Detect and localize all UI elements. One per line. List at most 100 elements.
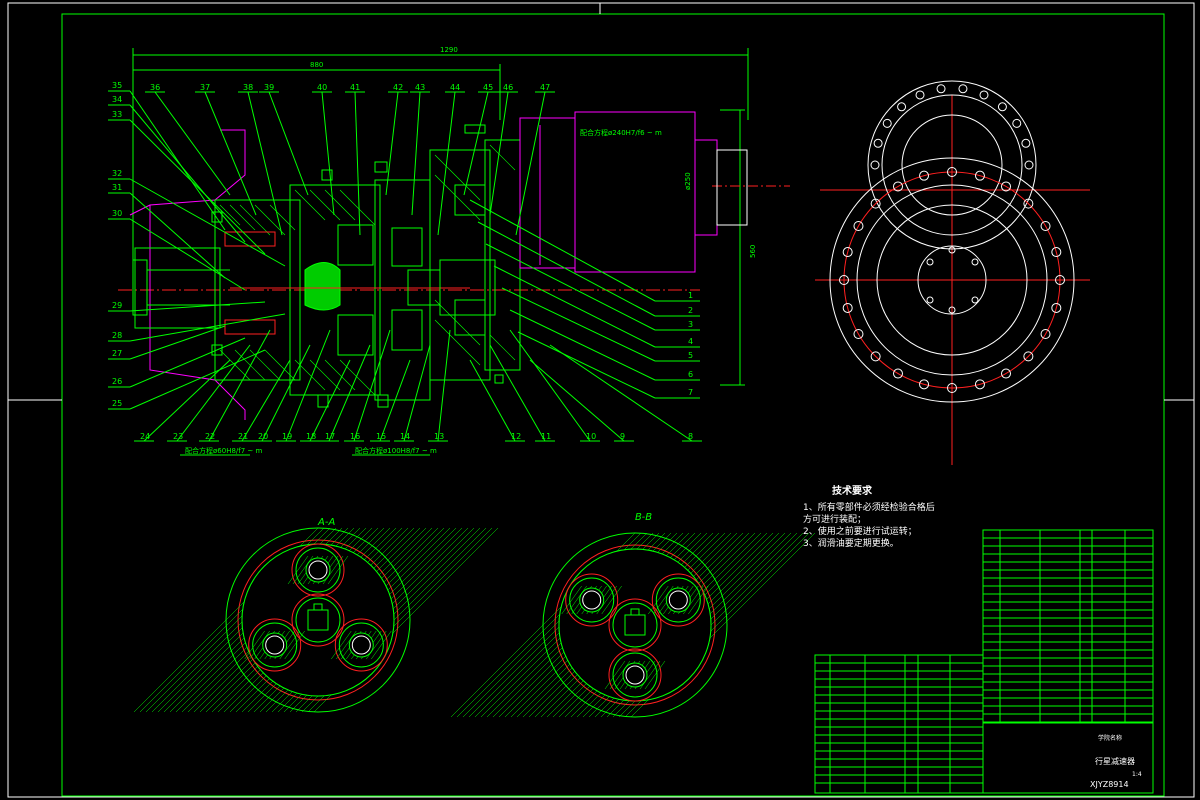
part-label-12: 12 [511, 432, 521, 441]
part-label-32: 32 [112, 169, 122, 178]
main-section-view: 配合方程ø240H7/f6 ~ m ø250 [118, 111, 790, 420]
motor-dia: ø250 [684, 172, 692, 190]
flange-bolt-hole [919, 170, 930, 181]
flange-bolt-hole [1051, 247, 1062, 258]
motor-flange-bolt [915, 90, 925, 100]
part-label-41: 41 [350, 83, 360, 92]
flange-bolt-hole [947, 383, 957, 393]
part-label-13: 13 [434, 432, 444, 441]
motor-flange-bolt [882, 118, 892, 128]
school-name: 学院名称 [1098, 734, 1122, 742]
flange-bolt-hole [1040, 329, 1051, 339]
drawing-number: XJYZ8914 [1090, 780, 1129, 789]
part-label-10: 10 [586, 432, 596, 441]
parts-list-table: XJYZ8914 行星减速器 学院名称 1:4 [814, 529, 1154, 794]
motor-flange-bolt [979, 90, 989, 100]
part-label-38: 38 [243, 83, 253, 92]
motor-flange-bolt [936, 84, 946, 94]
sheet-border [7, 2, 1195, 798]
fit-note-a: 配合方程ø60H8/f7 ~ m [185, 446, 262, 455]
motor-flange-bolt [873, 138, 883, 148]
flange-bolt-hole [1051, 302, 1062, 313]
part-label-15: 15 [376, 432, 386, 441]
drawing-name: 行星减速器 [1095, 756, 1135, 766]
part-label-20: 20 [258, 432, 268, 441]
motor-flange-bolt [1024, 160, 1034, 170]
motor-flange-bolt [870, 160, 880, 170]
flange-bolt-hole [853, 329, 864, 339]
tech-item-2: 方可进行装配； [803, 513, 866, 525]
motor-flange-bolt [997, 102, 1007, 112]
flange-bolt-hole [893, 368, 903, 379]
section-b-title: B-B [635, 512, 652, 523]
part-label-46: 46 [503, 83, 513, 92]
flange-bolt-hole [870, 198, 881, 209]
tech-item-4: 3、润滑油要定期更换。 [803, 537, 899, 549]
flange-bolt-hole [893, 181, 903, 192]
part-label-47: 47 [540, 83, 550, 92]
section-a-title: A-A [317, 517, 335, 528]
part-label-43: 43 [415, 83, 425, 92]
part-label-5: 5 [688, 351, 693, 360]
part-label-16: 16 [350, 432, 360, 441]
dim-total: 1290 [440, 46, 458, 54]
part-label-26: 26 [112, 377, 122, 386]
flange-bolt-hole [842, 302, 853, 313]
part-label-9: 9 [620, 432, 625, 441]
part-label-24: 24 [140, 432, 150, 441]
motor-flange-bolt [958, 84, 968, 94]
motor-flange-bolt [1021, 138, 1031, 148]
flange-bolt-hole [1040, 221, 1051, 231]
part-label-33: 33 [112, 110, 122, 119]
part-label-3: 3 [688, 320, 693, 329]
flange-bolt-hole [1001, 181, 1011, 192]
part-label-19: 19 [282, 432, 292, 441]
part-label-7: 7 [688, 388, 693, 397]
part-label-45: 45 [483, 83, 493, 92]
part-label-30: 30 [112, 209, 122, 218]
part-label-37: 37 [200, 83, 210, 92]
flange-bolt-hole [842, 247, 853, 258]
part-label-23: 23 [173, 432, 183, 441]
part-label-1: 1 [688, 291, 693, 300]
motor-flange-bolt [1012, 118, 1022, 128]
flange-bolt-hole [870, 351, 881, 362]
part-label-18: 18 [306, 432, 316, 441]
flange-bolt-hole [974, 170, 985, 181]
motor-flange-bolt [897, 102, 907, 112]
part-label-40: 40 [317, 83, 327, 92]
section-b-b-view: B-B [450, 512, 816, 718]
fit-note-b: 配合方程ø100H8/f7 ~ m [355, 446, 437, 455]
tech-item-1: 1、所有零部件必须经检验合格后 [803, 501, 935, 513]
tech-title: 技术要求 [832, 484, 873, 497]
section-a-a-view: A-A [133, 517, 499, 713]
part-label-2: 2 [688, 306, 693, 315]
part-label-4: 4 [688, 337, 693, 346]
part-label-28: 28 [112, 331, 122, 340]
fit-note-top: 配合方程ø240H7/f6 ~ m [580, 128, 662, 137]
part-label-39: 39 [264, 83, 274, 92]
flange-bolt-hole [1023, 198, 1034, 209]
flange-bolt-hole [1001, 368, 1011, 379]
part-label-8: 8 [688, 432, 693, 441]
flange-bolt-hole [853, 221, 864, 231]
tech-item-3: 2、使用之前要进行试运转； [803, 525, 917, 537]
technical-requirements: 技术要求 1、所有零部件必须经检验合格后 方可进行装配； 2、使用之前要进行试运… [803, 484, 935, 549]
part-label-34: 34 [112, 95, 122, 104]
dim-height: 560 [749, 245, 757, 258]
dim-partial: 880 [310, 61, 323, 69]
flange-bolt-hole [1023, 351, 1034, 362]
part-label-29: 29 [112, 301, 122, 310]
part-label-22: 22 [205, 432, 215, 441]
part-label-42: 42 [393, 83, 403, 92]
part-label-17: 17 [325, 432, 335, 441]
flange-bolt-hole [974, 379, 985, 390]
flange-bolt-hole [839, 275, 849, 285]
end-view [815, 80, 1090, 465]
part-label-14: 14 [400, 432, 410, 441]
flange-bolt-hole [919, 379, 930, 390]
